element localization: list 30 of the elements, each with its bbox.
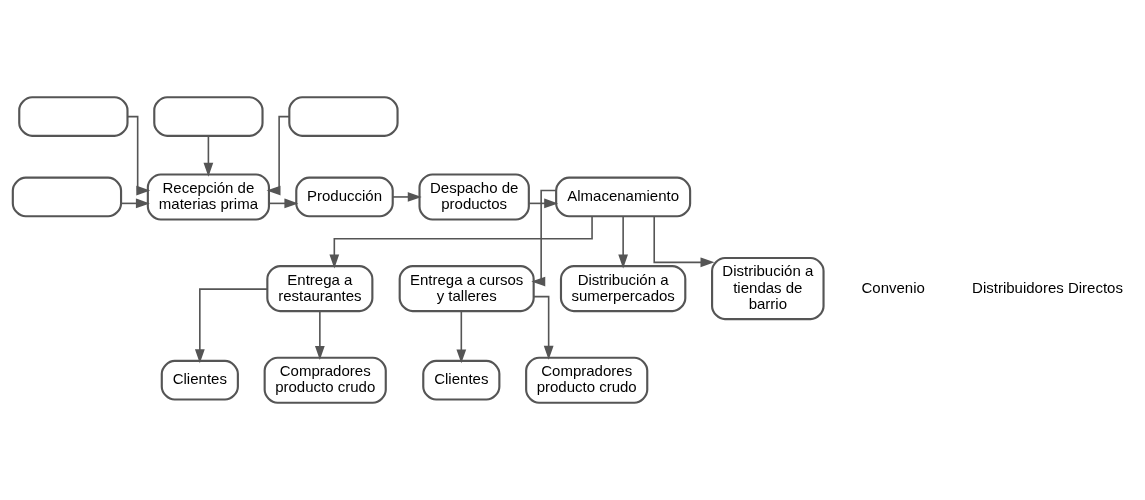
node-box: Entrega a cursos y talleres <box>398 265 535 313</box>
node-box: Clientes <box>160 359 239 401</box>
node-box: Despacho de productos <box>418 173 530 221</box>
arrow <box>194 288 268 364</box>
node-box: Clientes <box>422 359 501 401</box>
node-box: Almacenamiento <box>555 176 692 218</box>
node-box: Compradores producto crudo <box>525 356 649 404</box>
node-box: Distribución a tiendas de barrio <box>711 256 825 321</box>
arrow <box>329 215 593 269</box>
arrow <box>203 135 214 177</box>
arrow <box>126 115 151 196</box>
arrow <box>653 215 715 268</box>
arrow <box>533 295 554 360</box>
node-box <box>18 96 129 137</box>
label: Distribuidores Directos <box>972 278 1123 296</box>
node-box <box>11 176 123 218</box>
arrow <box>618 215 629 269</box>
arrow <box>456 310 467 364</box>
node-box: Distribución a sumerpercados <box>559 265 687 313</box>
node-box <box>288 96 399 137</box>
node-box: Entrega a restaurantes <box>266 265 374 313</box>
node-box: Compradores producto crudo <box>263 356 387 404</box>
node-box: Recepción de materias prima <box>146 173 270 221</box>
arrow <box>266 115 290 196</box>
label: Convenio <box>861 278 925 296</box>
arrow <box>314 310 325 360</box>
arrow <box>392 192 422 202</box>
node-box <box>153 96 264 137</box>
node-box: Producción <box>295 176 394 218</box>
arrow <box>531 189 557 287</box>
